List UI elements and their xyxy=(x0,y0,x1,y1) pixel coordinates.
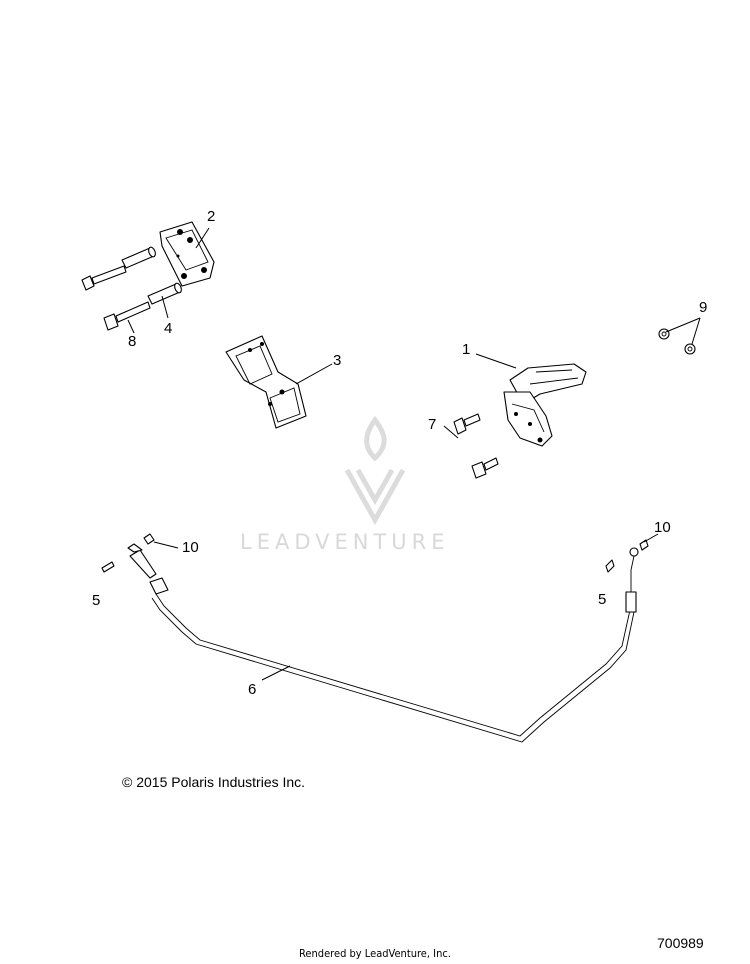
part-1-handbrake-lever[interactable] xyxy=(503,363,587,447)
part-5-pin-right[interactable] xyxy=(605,559,615,573)
leader-lines xyxy=(127,227,701,681)
part-7-bolt-lower[interactable] xyxy=(471,457,499,479)
part-9-nut-lower[interactable] xyxy=(684,343,696,355)
copyright-notice: © 2015 Polaris Industries Inc. xyxy=(122,774,306,790)
part-2-bracket[interactable] xyxy=(159,221,215,287)
part-8-bolt-upper[interactable] xyxy=(81,265,127,291)
part-8-bolt-lower[interactable] xyxy=(103,301,151,331)
rendered-by-credit: Rendered by LeadVenture, Inc. xyxy=(299,947,451,960)
callout-3[interactable]: 3 xyxy=(333,352,342,369)
callout-10-left[interactable]: 10 xyxy=(182,539,199,556)
drawing-number: 700989 xyxy=(657,935,704,951)
part-4-spacer-upper[interactable] xyxy=(121,246,157,269)
watermark-text: LEADVENTURE xyxy=(240,530,450,554)
part-6-brake-cable[interactable] xyxy=(127,543,639,743)
callout-9[interactable]: 9 xyxy=(699,299,708,316)
callout-5-left[interactable]: 5 xyxy=(92,592,101,609)
part-3-mounting-bracket[interactable] xyxy=(225,335,307,429)
callout-8[interactable]: 8 xyxy=(128,333,137,350)
callout-10-right[interactable]: 10 xyxy=(654,519,671,536)
part-4-spacer-lower[interactable] xyxy=(147,282,183,305)
part-10-clip-left[interactable] xyxy=(143,533,155,545)
callout-5-right[interactable]: 5 xyxy=(598,591,607,608)
leadventure-logo-icon xyxy=(344,415,406,526)
callout-4[interactable]: 4 xyxy=(164,320,173,337)
part-10-clip-right[interactable] xyxy=(639,539,649,551)
part-9-nut-upper[interactable] xyxy=(658,328,670,340)
callout-6[interactable]: 6 xyxy=(248,681,257,698)
part-7-bolt-upper[interactable] xyxy=(453,413,481,435)
part-5-pin-left[interactable] xyxy=(101,561,115,573)
callout-7[interactable]: 7 xyxy=(428,416,437,433)
callout-2[interactable]: 2 xyxy=(207,208,216,225)
callout-1[interactable]: 1 xyxy=(462,341,471,358)
